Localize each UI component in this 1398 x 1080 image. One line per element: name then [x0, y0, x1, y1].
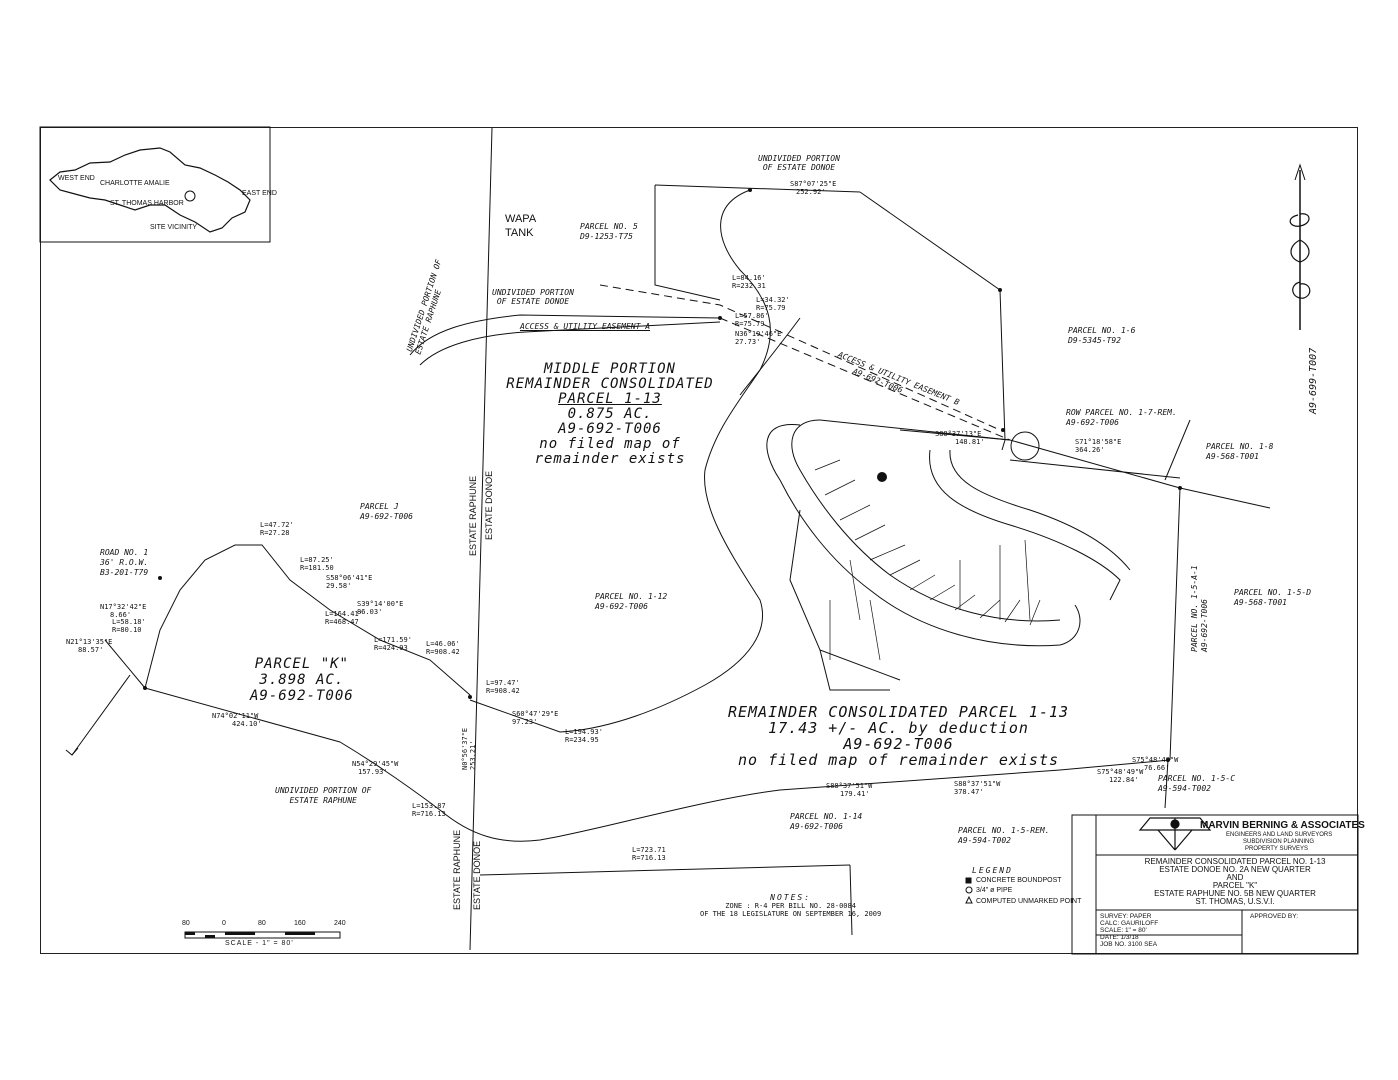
middle-portion-label: MIDDLE PORTION REMAINDER CONSOLIDATED PA…: [506, 361, 714, 467]
estate-donoe-vertical-bottom: ESTATE DONOE: [472, 840, 482, 910]
curve-label: L=87.25'R=181.50: [300, 556, 334, 572]
curve-label: L=194.93'R=234.95: [565, 728, 603, 744]
inset-label-west-end: WEST END: [58, 175, 95, 182]
approved-by: APPROVED BY:: [1250, 913, 1299, 920]
firm-name: MARVIN BERNING & ASSOCIATES: [1200, 820, 1365, 831]
inset-label-east-end: EAST END: [242, 190, 277, 197]
curve-label: L=57.86'R=75.79: [735, 312, 769, 328]
easement-a-label: ACCESS & UTILITY EASEMENT A: [520, 322, 651, 331]
estate-raphune-vertical: ESTATE RAPHUNE: [468, 475, 478, 556]
curve-label: L=34.32'R=75.79: [756, 296, 790, 312]
benchmark-point: [877, 472, 887, 482]
island-outline: [49, 147, 251, 233]
subdivision-road: [766, 423, 1081, 647]
estate-raphune-vertical-bottom: ESTATE RAPHUNE: [452, 829, 462, 910]
curve-label: L=171.59'R=424.93: [374, 636, 412, 652]
middle-portion-boundary: [469, 189, 771, 733]
a9-699-t007-label: A9-699-T007: [1308, 347, 1319, 414]
parcel-k-label: PARCEL "K"3.898 AC.A9-692-T006: [250, 656, 354, 704]
drawing-title: REMAINDER CONSOLIDATED PARCEL NO. 1-13 E…: [1144, 857, 1326, 906]
parcel-k-boundary: [144, 544, 471, 696]
curve-label: L=84.16'R=232.31: [732, 274, 766, 290]
drawing-sheet: [40, 127, 1358, 954]
curve-label: L=47.72'R=27.28: [260, 521, 294, 537]
estate-donoe-vertical: ESTATE DONOE: [484, 470, 494, 540]
survey-info-fields: SURVEY: PAPER CALC: GAURILOFF SCALE: 1" …: [1100, 913, 1159, 948]
estate-boundary-line: [469, 127, 493, 951]
firm-logo: [1138, 817, 1212, 851]
inset-label-site-vicinity: SITE VICINITY: [150, 224, 198, 231]
inset-label-harbor: ST. THOMAS HARBOR: [110, 200, 184, 207]
curve-label: L=46.06'R=908.42: [426, 640, 460, 656]
curve-label: L=58.18'R=80.10: [112, 618, 146, 634]
row-parcel-label: ROW PARCEL NO. 1-7-REM.A9-692-T006: [1066, 408, 1177, 427]
site-vicinity-marker: [184, 190, 196, 202]
remainder-consolidated-label: REMAINDER CONSOLIDATED PARCEL 1-13 17.43…: [728, 703, 1070, 769]
notes-block: NOTES: ZONE : R-4 PER BILL NO. 28-0084 O…: [700, 893, 882, 919]
curve-label: L=97.47'R=908.42: [486, 679, 520, 695]
inset-label-charlotte-amalie: CHARLOTTE AMALIE: [100, 180, 170, 187]
south-boundary: [144, 687, 1171, 842]
curve-label: L=164.41'R=468.47: [325, 610, 363, 626]
parcel-1-5-rem-label: PARCEL NO. 1-5-REM.A9-594-T002: [958, 826, 1050, 845]
